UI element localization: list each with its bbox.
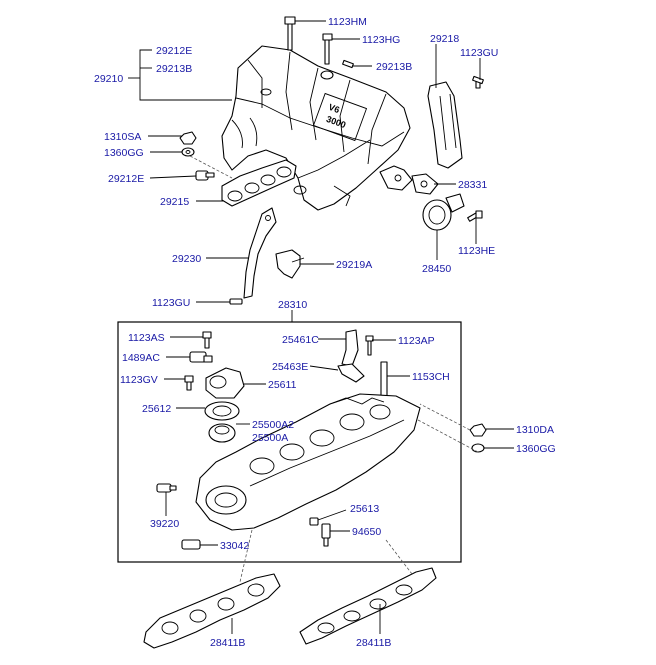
alignment-lines: [189, 155, 479, 583]
lower-manifold: [195, 393, 421, 531]
thermostat-25500A: [208, 423, 236, 443]
pipe-25461C: [341, 329, 359, 367]
gasket-29215: [221, 159, 297, 207]
label-28411B-right: 28411B: [356, 637, 391, 649]
egr-valve-28450: [422, 193, 465, 231]
label-29215: 29215: [160, 196, 189, 208]
label-25613: 25613: [350, 503, 379, 515]
water-outlet-25611: [205, 367, 245, 399]
label-1123HE: 1123HE: [458, 245, 495, 257]
emboss-v6: V6: [327, 102, 341, 115]
bracket-29230: [243, 207, 277, 299]
nut-1310SA: [179, 131, 197, 145]
label-25463E: 25463E: [272, 361, 308, 373]
label-29213B-right: 29213B: [376, 61, 412, 73]
label-25612: 25612: [142, 403, 171, 415]
bracket-29218: [427, 81, 463, 169]
label-1123GV: 1123GV: [120, 374, 158, 386]
sensor-1489AC: [189, 351, 213, 363]
label-1123GU-mid: 1123GU: [152, 297, 190, 309]
bolt-1123GU-mid: [229, 298, 243, 305]
label-1360GG-right: 1360GG: [516, 443, 556, 455]
bolt-1123AS: [202, 331, 212, 349]
label-29230: 29230: [172, 253, 201, 265]
bolt-1123HE: [467, 210, 483, 222]
stud-29213B: [342, 59, 354, 69]
label-39220: 39220: [150, 518, 179, 530]
leader-lines: [128, 20, 514, 634]
label-29218: 29218: [430, 33, 459, 45]
bolt-1123GV: [184, 375, 194, 391]
label-1123GU-top: 1123GU: [460, 47, 498, 59]
label-29212E-mid: 29212E: [108, 173, 144, 185]
bolt-1123GU-top: [472, 75, 484, 89]
label-1489AC: 1489AC: [122, 352, 160, 364]
sensor-39220: [156, 483, 177, 493]
part-labels: 1123HM 1123HG 29218 1123GU 29212E 29213B…: [94, 16, 556, 649]
nut-1310DA: [469, 423, 487, 437]
sensor-94650: [321, 523, 331, 547]
plug-25613: [309, 517, 319, 526]
gasket-28411B-left: [143, 573, 281, 649]
label-28450: 28450: [422, 263, 451, 275]
bolt-1123HG: [320, 33, 334, 80]
label-29213B-left: 29213B: [156, 63, 192, 75]
bolt-1123AP: [365, 335, 374, 356]
label-1123AS: 1123AS: [128, 332, 165, 344]
washer-1360GG-top: [181, 147, 195, 157]
label-28331: 28331: [458, 179, 487, 191]
gasket-25463E: [337, 363, 365, 383]
label-33042: 33042: [220, 540, 249, 552]
label-1123HG: 1123HG: [362, 34, 400, 46]
label-25611: 25611: [268, 379, 297, 391]
label-25500A: 25500A: [252, 432, 288, 444]
assembly-frame-28310: [117, 321, 462, 563]
label-1310DA: 1310DA: [516, 424, 554, 436]
bracket-29219A: [275, 249, 305, 279]
label-29219A: 29219A: [336, 259, 372, 271]
label-25500A2: 25500A2: [252, 419, 294, 431]
bolt-1123HM: [284, 16, 296, 51]
label-28411B-left: 28411B: [210, 637, 245, 649]
label-1123HM: 1123HM: [328, 16, 367, 28]
intake-plenum-29210: V6 3000: [221, 45, 411, 211]
gasket-25612: [204, 401, 240, 421]
label-1153CH: 1153CH: [412, 371, 450, 383]
label-25461C: 25461C: [282, 334, 319, 346]
gasket-28411B-right: [299, 567, 437, 645]
label-94650: 94650: [352, 526, 381, 538]
washer-1360GG-right: [471, 443, 485, 453]
label-1310SA: 1310SA: [104, 131, 141, 143]
fitting-29212E: [195, 170, 215, 181]
label-29212E-top: 29212E: [156, 45, 192, 57]
label-1123AP: 1123AP: [398, 335, 435, 347]
plug-33042: [181, 539, 201, 550]
stud-1153CH: [380, 361, 388, 397]
label-28310: 28310: [278, 299, 307, 311]
egr-pipe-28331: [379, 165, 439, 195]
label-1360GG-top: 1360GG: [104, 147, 144, 159]
label-29210: 29210: [94, 73, 123, 85]
